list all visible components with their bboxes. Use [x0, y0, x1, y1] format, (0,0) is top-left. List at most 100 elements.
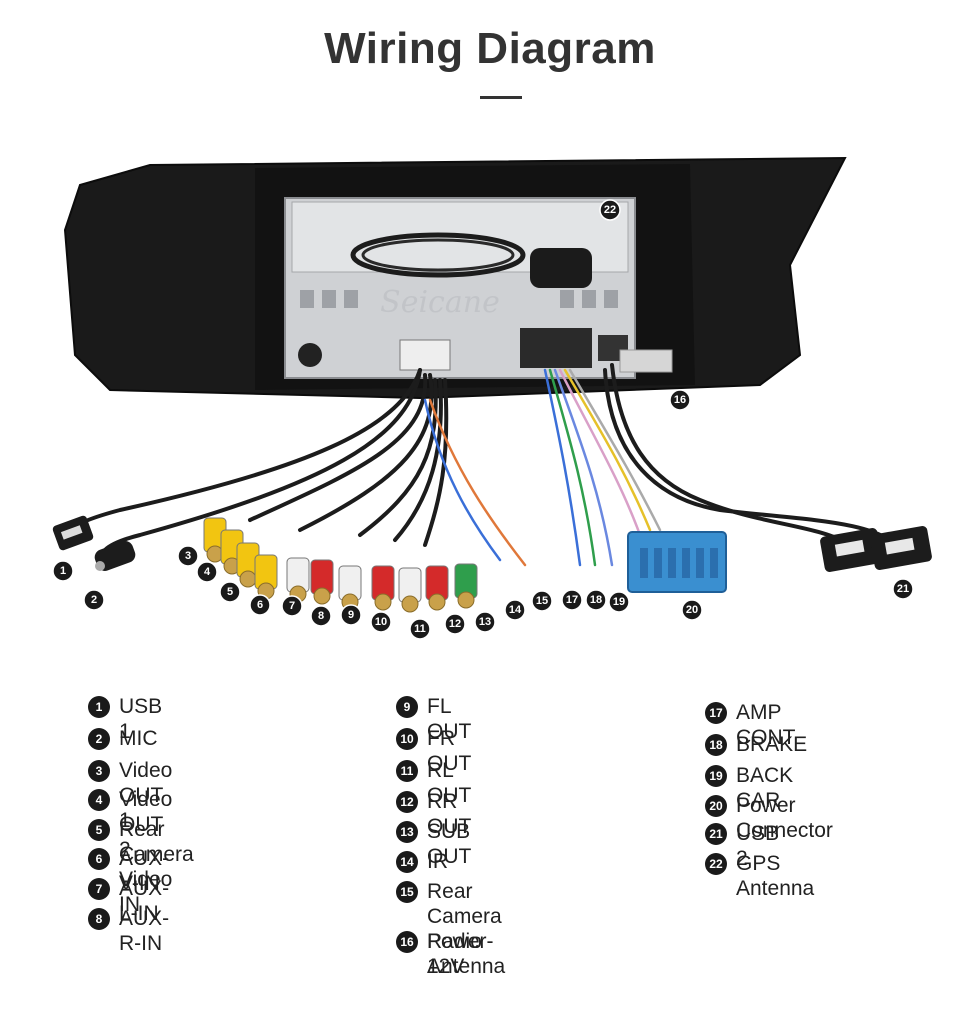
svg-text:11: 11	[414, 623, 426, 635]
svg-text:13: 13	[479, 616, 491, 628]
legend-label: AUX-L-IN	[119, 877, 170, 925]
legend-number-badge: 12	[396, 791, 418, 813]
rca-plug	[425, 565, 449, 611]
legend-label: USB 1	[119, 695, 163, 743]
legend-number-badge: 10	[396, 728, 418, 750]
legend-label: AUX-V-IN	[119, 847, 170, 895]
photo-marker-13: 13	[474, 611, 496, 633]
legend-label: FR OUT	[427, 727, 472, 775]
legend-item: 15 Rear Camera Power-12V	[396, 879, 502, 979]
legend-item: 5 Rear Camera Video IN	[88, 817, 194, 917]
legend-number-badge: 11	[396, 760, 418, 782]
rca-plug	[454, 563, 478, 609]
photo-marker-18: 18	[585, 589, 607, 611]
rca-plug	[236, 542, 260, 588]
svg-text:21: 21	[897, 583, 909, 595]
legend-label: AMP CONT	[736, 701, 796, 749]
antenna-adapter	[619, 349, 673, 373]
watermark: Seicane	[380, 285, 500, 320]
svg-text:18: 18	[590, 594, 602, 606]
legend-number-badge: 7	[88, 878, 110, 900]
gps-antenna-puck	[530, 248, 592, 288]
photo-marker-7: 7	[281, 595, 303, 617]
mic-plug	[94, 541, 136, 571]
legend-item: 10 FR OUT	[396, 726, 471, 776]
legend-label: GPS Antenna	[736, 852, 815, 900]
harness-socket	[520, 328, 592, 368]
gps-cable-coil	[350, 232, 526, 278]
photo-marker-22: 22	[599, 199, 621, 221]
photo-marker-16: 16	[669, 389, 691, 411]
svg-text:20: 20	[686, 604, 698, 616]
legend-item: 20 Power Connector	[705, 793, 833, 843]
photo-marker-14: 14	[504, 599, 526, 621]
legend-item: 9 FL OUT	[396, 694, 471, 744]
legend-label: Rear Camera Video IN	[119, 818, 194, 916]
legend-label: Power Connector	[736, 794, 833, 842]
photo-marker-3: 3	[177, 545, 199, 567]
rca-plug	[371, 565, 395, 611]
legend-item: 13 SUB OUT	[396, 819, 471, 869]
svg-text:19: 19	[613, 596, 625, 608]
legend-number-badge: 6	[88, 848, 110, 870]
svg-text:8: 8	[318, 610, 324, 622]
photo-marker-11: 11	[409, 618, 431, 640]
legend-number-badge: 15	[396, 881, 418, 903]
legend-label: BRAKE	[736, 733, 808, 756]
usb2-plugs	[820, 526, 932, 572]
photo-marker-15: 15	[531, 590, 553, 612]
title-underline	[480, 96, 522, 99]
legend-item: 16 Radio Antenna	[396, 929, 505, 979]
legend-item: 11 RL OUT	[396, 758, 471, 808]
legend-number-badge: 13	[396, 821, 418, 843]
photo-marker-19: 19	[608, 591, 630, 613]
photo-marker-21: 21	[892, 578, 914, 600]
legend-label: RR OUT	[427, 790, 472, 838]
legend-item: 2 MIC	[88, 726, 158, 751]
rca-plug	[254, 554, 278, 600]
radio-antenna-socket	[298, 343, 322, 367]
svg-text:1: 1	[60, 565, 66, 577]
legend-label: BACK CAR	[736, 764, 794, 812]
legend-number-badge: 9	[396, 696, 418, 718]
legend-label: FL OUT	[427, 695, 472, 743]
legend-label: USB 2	[736, 822, 780, 870]
legend-label: Video OUT 1	[119, 759, 173, 832]
svg-text:5: 5	[227, 586, 233, 598]
legend-number-badge: 20	[705, 795, 727, 817]
legend-number-badge: 2	[88, 728, 110, 750]
photo-marker-10: 10	[370, 611, 392, 633]
legend-item: 6 AUX-V-IN	[88, 846, 169, 896]
legend-label: Radio Antenna	[427, 930, 506, 978]
legend-label: RL OUT	[427, 759, 472, 807]
svg-text:22: 22	[604, 204, 616, 216]
legend-label: SUB OUT	[427, 820, 472, 868]
legend-number-badge: 16	[396, 931, 418, 953]
rca-plug	[398, 567, 422, 613]
legend-number-badge: 21	[705, 823, 727, 845]
rca-plug	[338, 565, 362, 611]
photo-marker-1: 1	[52, 560, 74, 582]
legend-label: Rear Camera Power-12V	[427, 880, 502, 978]
photo-marker-20: 20	[681, 599, 703, 621]
rca-block-connector	[399, 339, 451, 371]
svg-text:10: 10	[375, 616, 387, 628]
svg-text:9: 9	[348, 609, 354, 621]
legend-number-badge: 5	[88, 819, 110, 841]
legend-label: IR	[427, 850, 448, 873]
photo-marker-5: 5	[219, 581, 241, 603]
legend-label: MIC	[119, 727, 158, 750]
svg-text:3: 3	[185, 550, 191, 562]
head-unit-photo: Seicane	[52, 156, 932, 640]
photo-marker-4: 4	[196, 561, 218, 583]
legend-number-badge: 1	[88, 696, 110, 718]
chassis-vents	[300, 290, 618, 308]
legend-number-badge: 3	[88, 760, 110, 782]
photo-marker-9: 9	[340, 604, 362, 626]
